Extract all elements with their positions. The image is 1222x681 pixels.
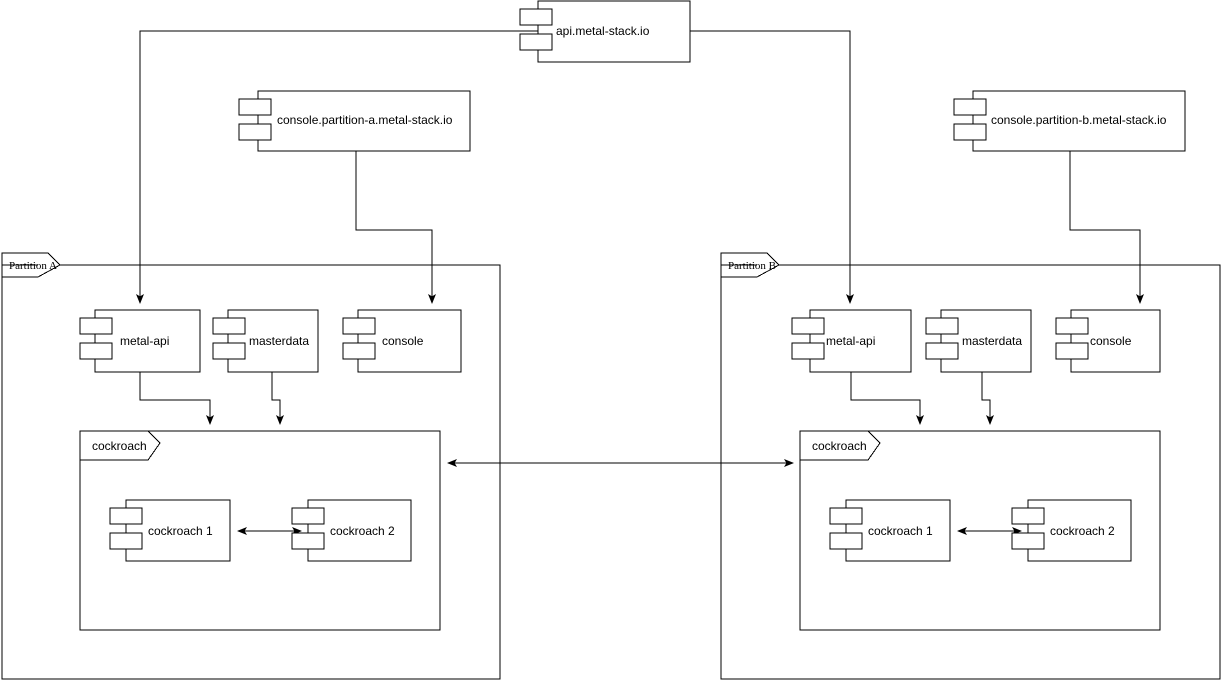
component-masterdata-b[interactable]	[925, 309, 1032, 373]
connector-api-to-metal-api-a	[136, 30, 538, 304]
component-cockroach-2-b[interactable]	[1011, 499, 1132, 562]
connector-api-to-metal-api-b	[690, 30, 854, 304]
component-metal-api-b[interactable]	[791, 309, 912, 373]
connector-masterdata-b-to-cockroach-b	[981, 372, 994, 425]
component-console-a[interactable]	[342, 309, 462, 373]
component-metal-api-a[interactable]	[79, 309, 201, 373]
component-api-metal-stack-io[interactable]	[519, 0, 691, 63]
component-masterdata-a[interactable]	[212, 309, 319, 373]
connector-console-b	[1069, 151, 1144, 304]
component-cockroach-1-b[interactable]	[829, 499, 951, 562]
component-console-b[interactable]	[1055, 309, 1161, 373]
component-console-partition-a[interactable]	[238, 90, 471, 152]
connector-metal-api-b-to-cockroach-b	[850, 372, 924, 425]
component-cockroach-1-a[interactable]	[109, 499, 231, 562]
component-cockroach-2-a[interactable]	[291, 499, 412, 562]
connector-console-a	[355, 151, 436, 304]
connector-masterdata-a-to-cockroach-a	[271, 372, 284, 425]
connector-metal-api-a-to-cockroach-a	[139, 372, 214, 425]
component-console-partition-b[interactable]	[953, 90, 1186, 152]
